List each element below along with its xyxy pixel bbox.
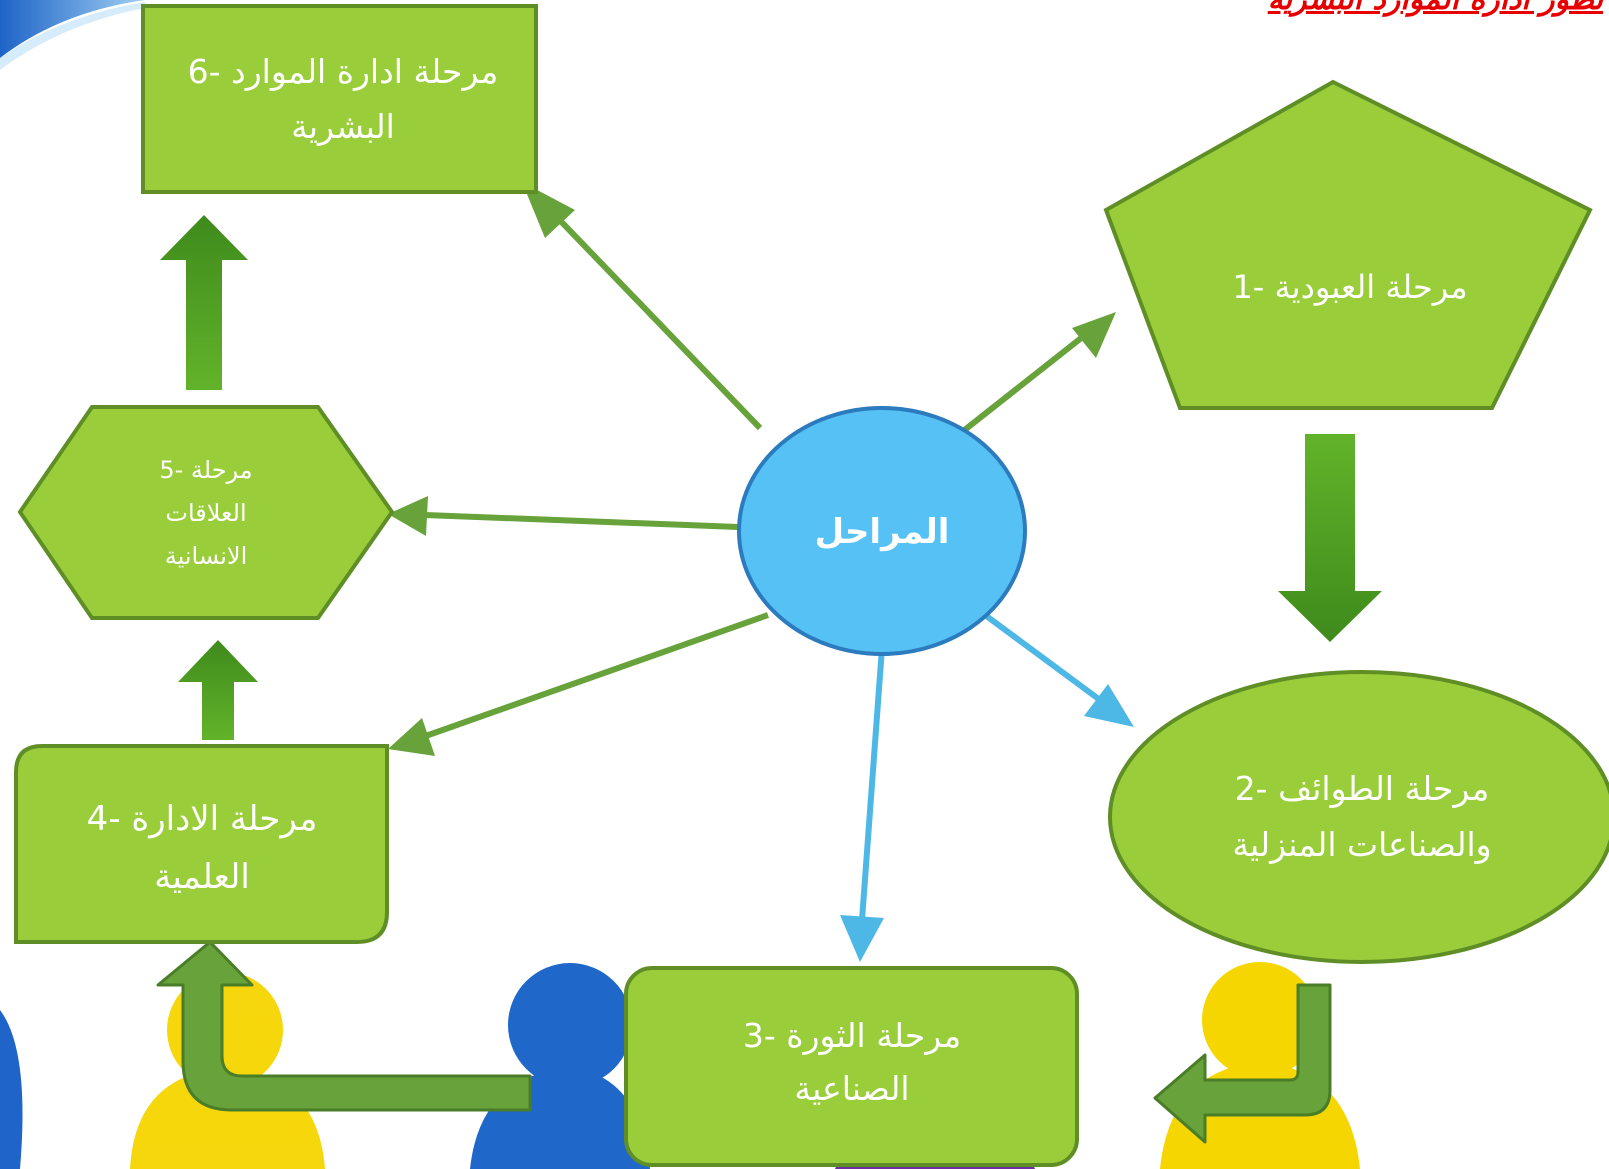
connector-to-stage-6: [522, 182, 763, 431]
center-label: المراحل: [815, 512, 950, 552]
stage-node-1: مرحلة العبودية -1: [1103, 79, 1593, 410]
stage-3-line-2: الصناعية: [794, 1069, 909, 1108]
stage-4-line-2: العلمية: [154, 857, 250, 897]
page-title: تطور ادارة الموارد البشرية: [1268, 0, 1603, 17]
stage-node-2: مرحلة الطوائف -2 والصناعات المنزلية: [1108, 670, 1609, 964]
flow-arrows: [156, 215, 1382, 1144]
stage-6-line-1: مرحلة ادارة الموارد -6: [188, 52, 499, 91]
connector-to-stage-5: [388, 496, 739, 536]
figure-blue-left: [0, 1010, 23, 1169]
stage-node-5: مرحلة -5 العلاقات الانسانية: [17, 405, 395, 620]
stage-node-4: مرحلة الادارة -4 العلمية: [14, 744, 389, 944]
arrow-stage-4-to-5: [178, 640, 258, 740]
arrow-stage-3-to-4: [156, 940, 532, 1112]
arrow-stage-1-to-2: [1278, 434, 1382, 642]
connector-to-stage-3: [840, 647, 885, 962]
stage-1-line-1: مرحلة العبودية -1: [1232, 268, 1467, 306]
stage-2-line-1: مرحلة الطوائف -2: [1235, 769, 1490, 808]
stage-5-line-3: الانسانية: [165, 542, 248, 570]
stage-2-line-2: والصناعات المنزلية: [1232, 825, 1491, 864]
connectors: [388, 182, 1134, 962]
connector-to-stage-1: [960, 312, 1116, 435]
stage-3-line-1: مرحلة الثورة -3: [743, 1016, 961, 1055]
corner-swoosh-highlight: [0, 2, 145, 70]
stage-node-3: مرحلة الثورة -3 الصناعية: [624, 966, 1079, 1167]
connector-to-stage-2: [983, 612, 1134, 727]
stage-node-6: مرحلة ادارة الموارد -6 البشرية: [141, 4, 538, 194]
arrow-stage-2-to-3: [1153, 983, 1332, 1144]
corner-swoosh: [0, 0, 145, 58]
connector-to-stage-4: [388, 612, 769, 756]
stage-6-line-2: البشرية: [291, 107, 395, 146]
stage-5-line-2: العلاقات: [165, 499, 246, 527]
stage-4-line-1: مرحلة الادارة -4: [87, 799, 318, 839]
figure-blue-center: [470, 963, 650, 1169]
arrow-stage-5-to-6: [160, 215, 248, 390]
stage-5-line-1: مرحلة -5: [159, 456, 252, 484]
center-node: المراحل: [737, 406, 1027, 656]
